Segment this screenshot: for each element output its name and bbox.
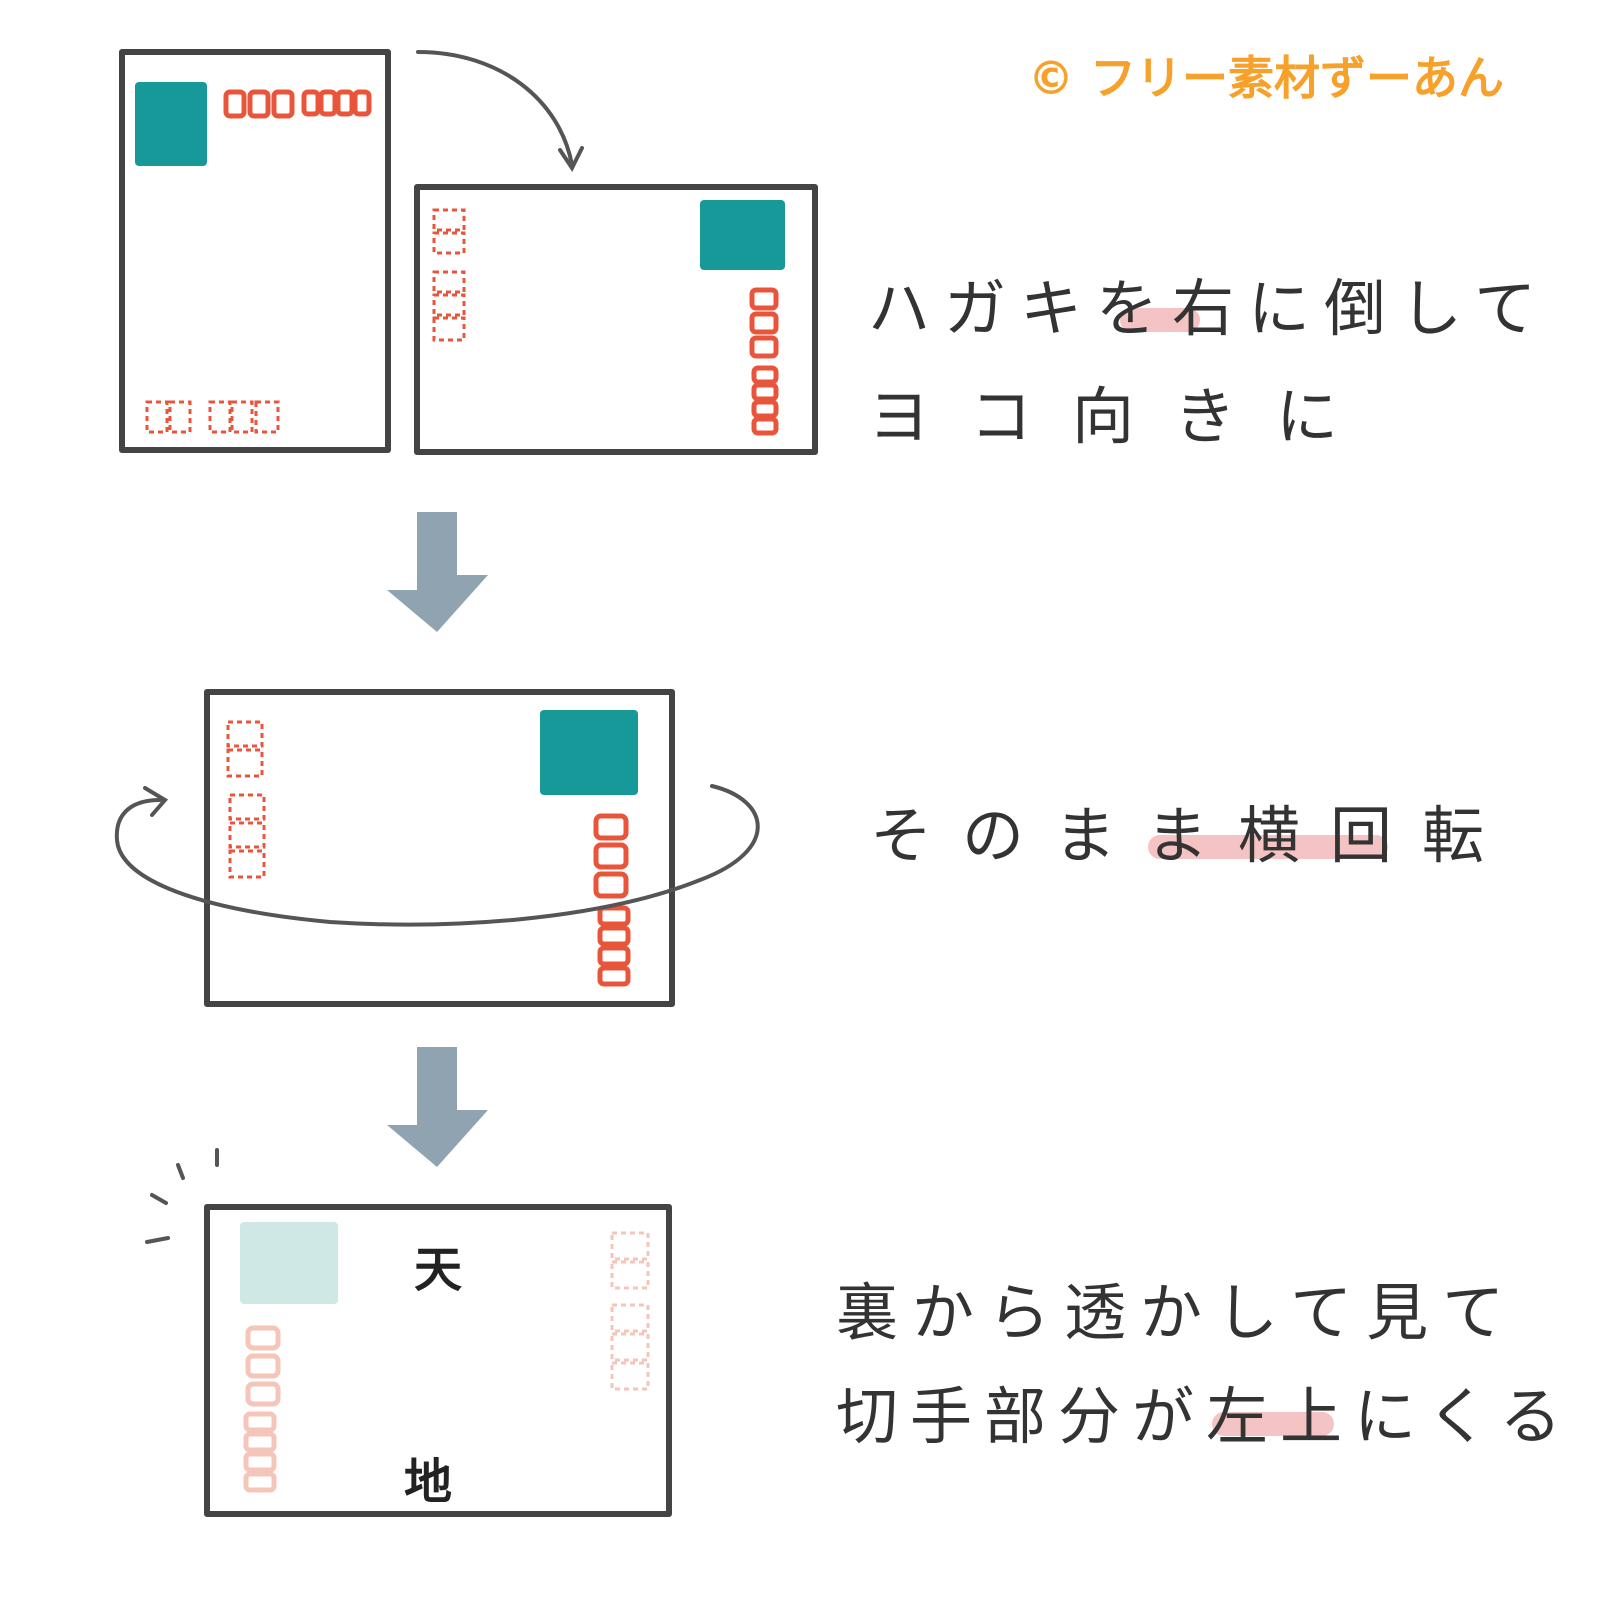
stamp-icon [540,710,638,795]
highlight-mark [1120,308,1200,332]
sender-code-boxes-faded [610,1231,650,1391]
postcard-back [204,1204,672,1517]
label-bottom: 地 [404,1454,453,1510]
postal-code-boxes [223,89,779,987]
step3-line1: 裏から透かして見て [836,1276,1519,1349]
postcard-horizontal [414,184,818,455]
down-arrow-icon [387,512,488,632]
copyright-watermark: © フリー素材ずーあん [1028,51,1505,105]
curved-arrow-icon [416,50,584,172]
sender-code-boxes [145,208,466,879]
rotate-arrow-icon [114,784,760,927]
sparkle-icon [145,1148,219,1244]
step2-line1: そのまま横回転 [870,799,1515,872]
down-arrow-icon [387,1047,488,1167]
step1-line1: ハガキを右に倒して [868,272,1551,345]
postal-code-boxes-faded [243,1325,281,1493]
label-top: 天 [414,1242,463,1298]
postcard-vertical [119,49,391,453]
stamp-icon [135,82,207,166]
stamp-faded-icon [240,1222,338,1304]
step1-line2: ヨコ向きに [868,380,1379,453]
highlight-mark [1212,1412,1334,1436]
step3-line2: 切手部分が左上にくる [836,1380,1574,1453]
postcard-rotating [204,689,675,1007]
stamp-icon [700,200,785,270]
highlight-mark [1148,835,1388,859]
